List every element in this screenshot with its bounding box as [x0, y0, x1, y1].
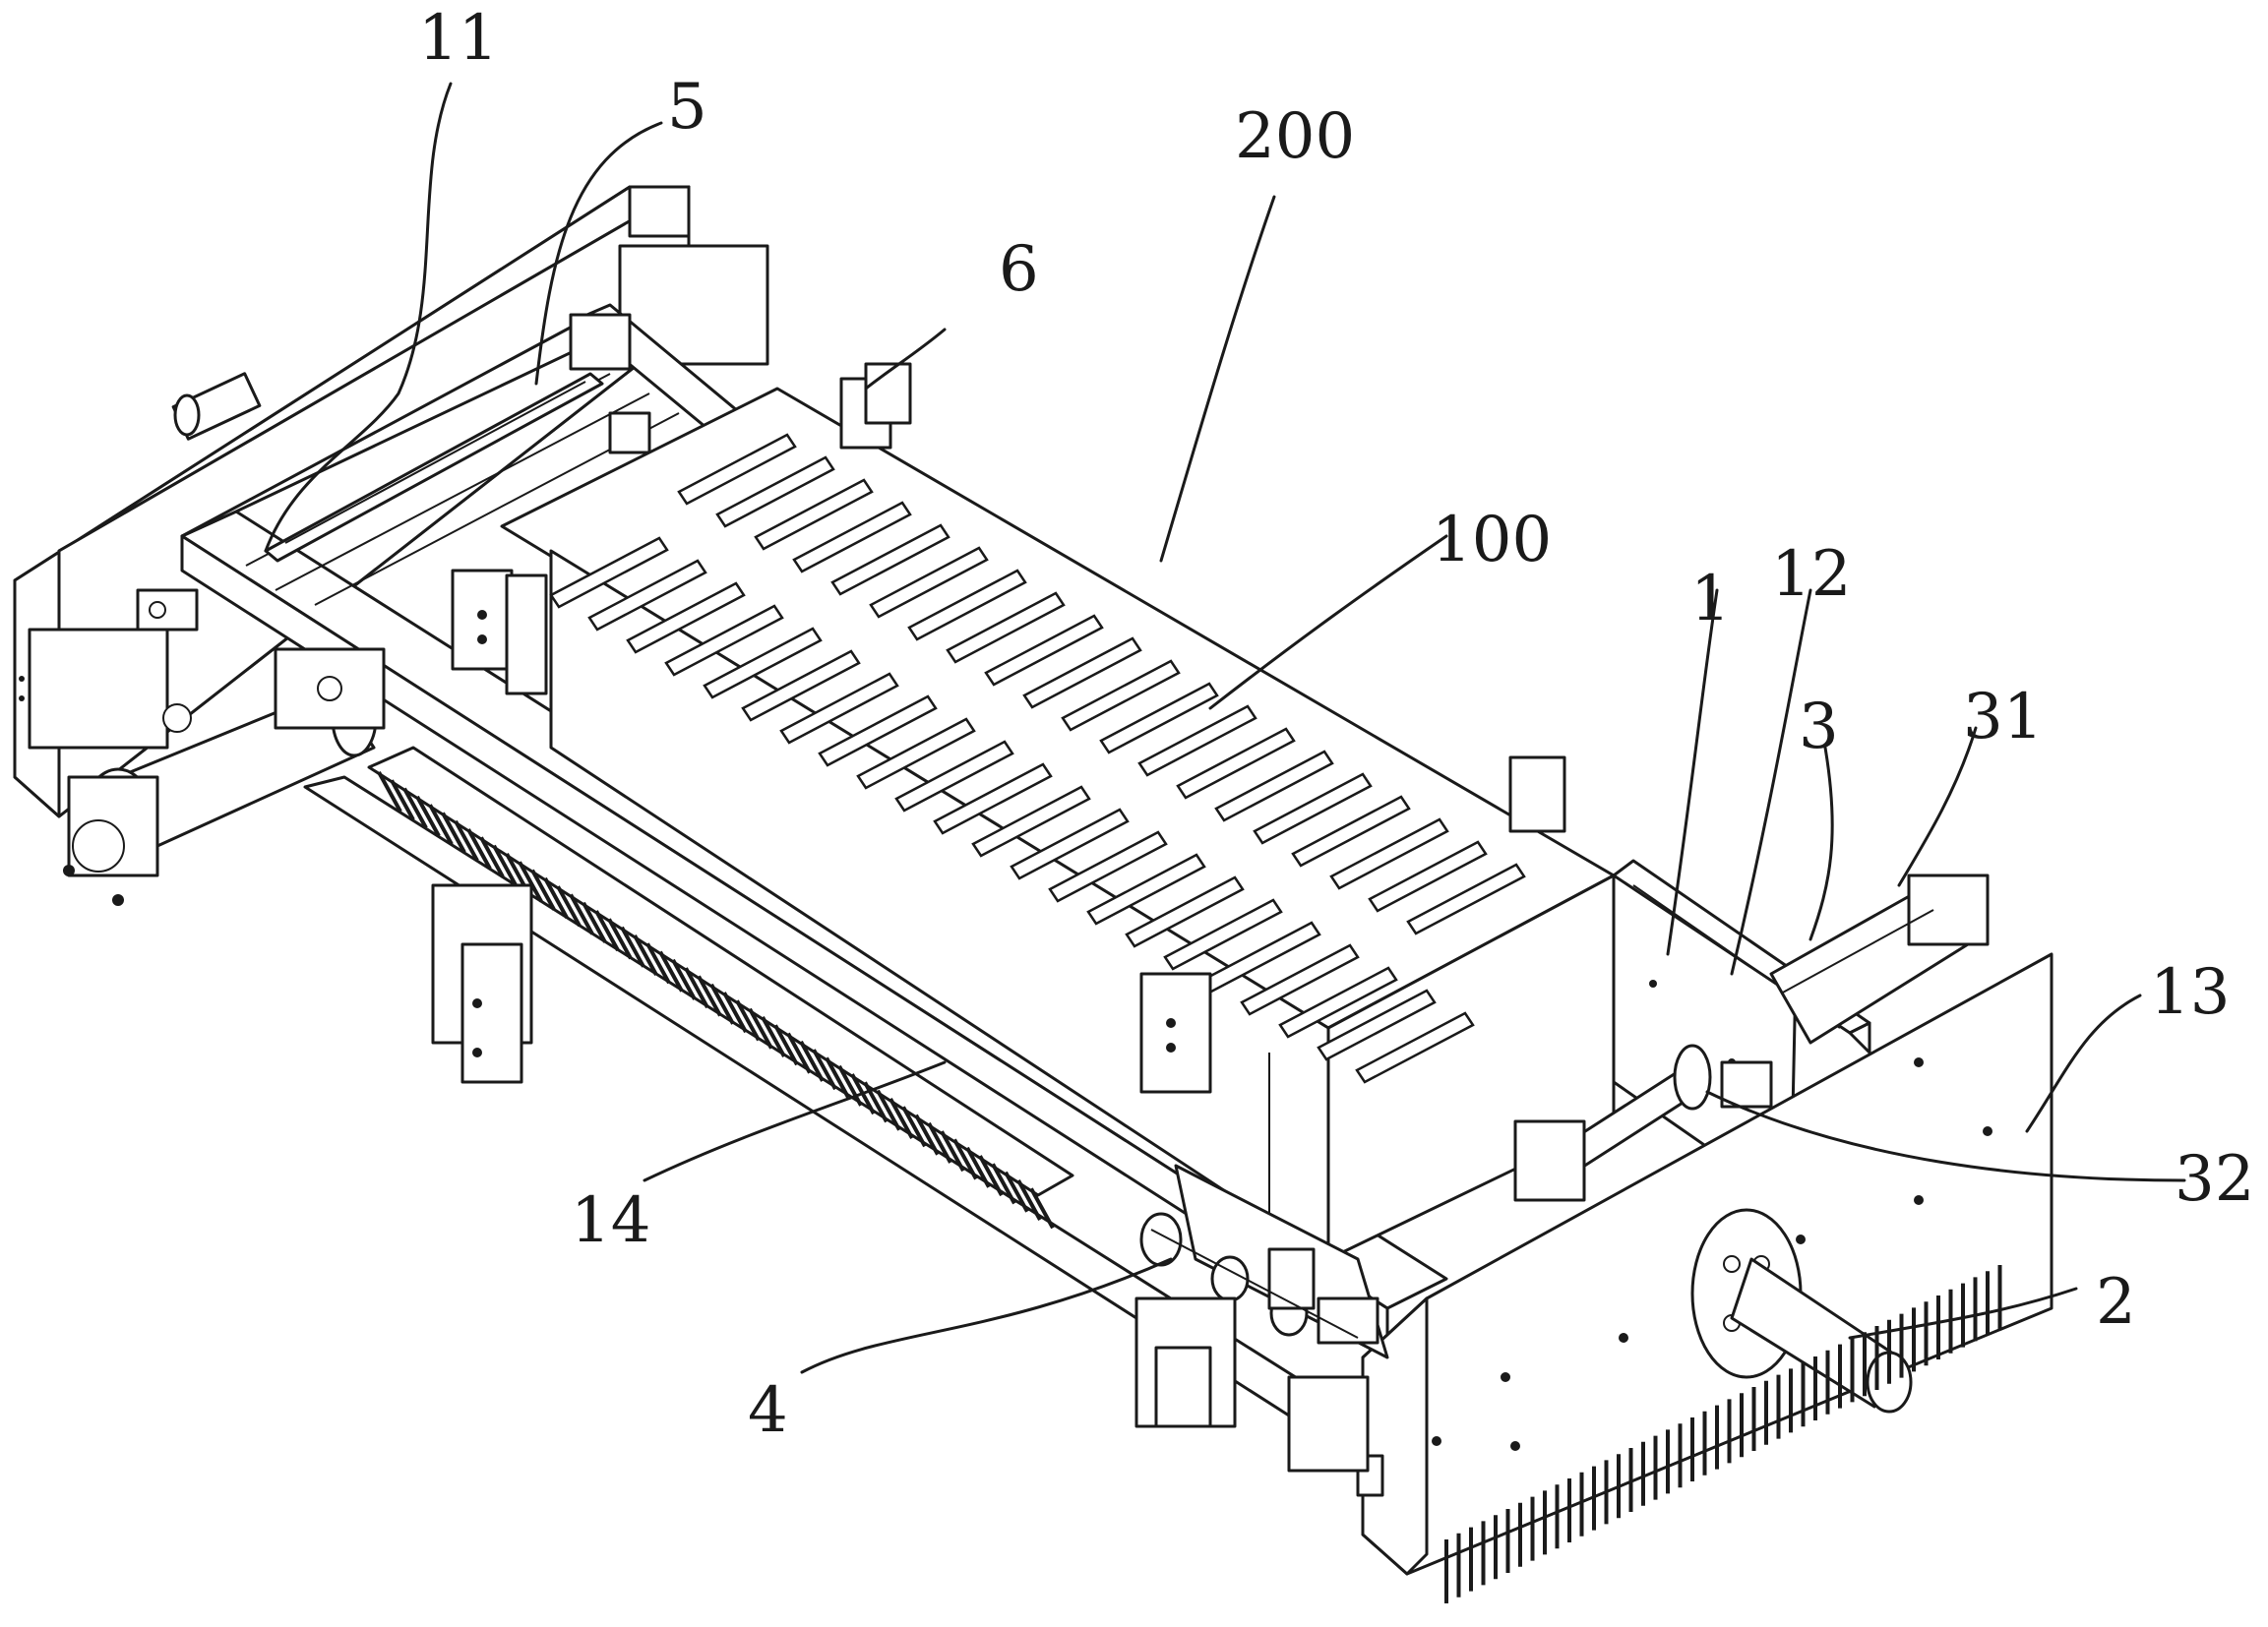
label-13: 13	[2150, 956, 2230, 1029]
label-32: 32	[2175, 1143, 2254, 1216]
label-2: 2	[2096, 1266, 2136, 1339]
label-4: 4	[748, 1374, 788, 1447]
label-200: 200	[1235, 100, 1355, 173]
label-12: 12	[1771, 538, 1851, 611]
label-6: 6	[999, 233, 1039, 306]
label-5: 5	[667, 71, 707, 144]
label-31: 31	[1963, 681, 2043, 753]
label-3: 3	[1799, 691, 1839, 763]
left-support-legs	[433, 885, 531, 1082]
label-11: 11	[418, 2, 498, 75]
label-100: 100	[1432, 504, 1552, 576]
left-rear-shaft	[173, 374, 260, 439]
label-14: 14	[571, 1184, 650, 1257]
label-1: 1	[1690, 563, 1731, 635]
